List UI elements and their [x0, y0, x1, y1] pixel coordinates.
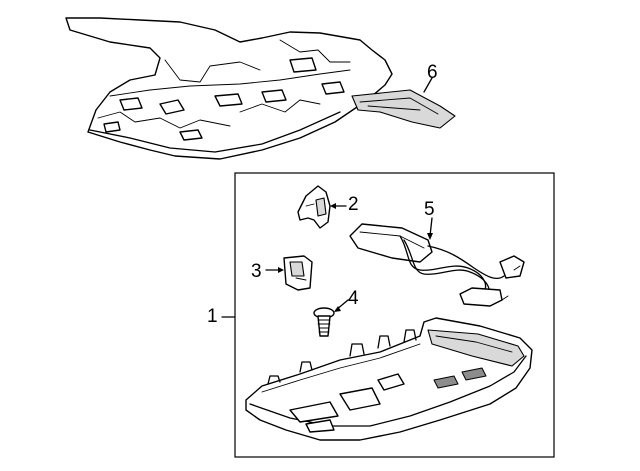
- retainer-clip: [297, 185, 331, 229]
- callout-3: 3: [251, 261, 262, 282]
- callout-6: 6: [427, 62, 438, 83]
- assembly-frame: [234, 172, 555, 458]
- overhead-console: [245, 317, 533, 441]
- arrow-4: [334, 306, 341, 312]
- callout-1: 1: [207, 306, 218, 327]
- arrow-5: [427, 233, 433, 240]
- arrow-2: [330, 203, 336, 209]
- screw: [313, 307, 335, 337]
- mounting-bracket: [283, 255, 313, 291]
- leader-6: [423, 77, 433, 93]
- arrow-3: [278, 267, 284, 273]
- headliner-panel: [65, 17, 456, 160]
- callout-5: 5: [424, 199, 435, 220]
- wiring-harness: [349, 223, 525, 307]
- callout-2: 2: [348, 194, 359, 215]
- callout-4: 4: [348, 288, 359, 309]
